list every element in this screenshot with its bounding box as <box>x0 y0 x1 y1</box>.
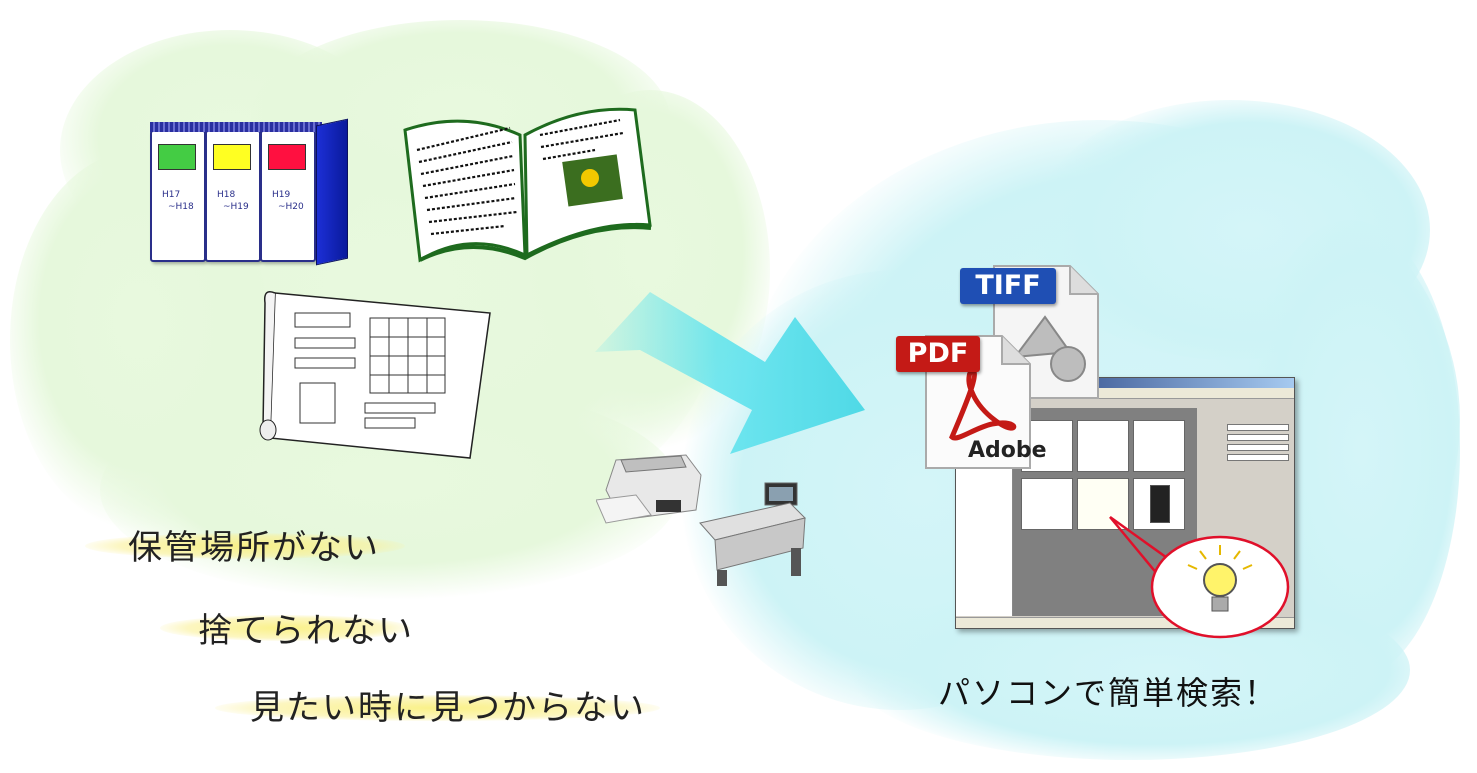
adobe-label: Adobe <box>968 438 1047 463</box>
right-arrow-icon <box>595 292 865 454</box>
pdf-file-icon: PDF Adobe <box>896 332 1047 472</box>
pdf-badge: PDF <box>896 336 980 372</box>
binder-spine-side <box>316 118 348 266</box>
caption-no-storage: 保管場所がない <box>128 528 380 568</box>
document-thumbnail <box>1077 478 1129 530</box>
binder-label-green <box>158 144 196 170</box>
binder-icon: H18 ~H19 <box>205 122 267 262</box>
document-thumbnail <box>1133 478 1185 530</box>
binder-label-red <box>268 144 306 170</box>
open-book-icon <box>403 107 652 263</box>
binder-year-start: H17 <box>162 190 181 200</box>
caption-highlight <box>215 695 660 721</box>
wide-format-scanner-icon <box>699 482 806 586</box>
binder-icon: H19 ~H20 <box>260 122 322 262</box>
document-scanner-icon <box>596 454 702 524</box>
status-bar <box>956 617 1294 628</box>
tiff-badge: TIFF <box>960 268 1056 304</box>
blueprint-icon <box>259 291 491 459</box>
document-thumbnail <box>1021 478 1073 530</box>
caption-cannot-find: 見たい時に見つからない <box>250 688 646 728</box>
caption-cannot-discard: 捨てられない <box>198 611 414 651</box>
window-title-bar <box>956 378 1294 388</box>
binder-year-start: H18 <box>217 190 236 200</box>
binder-year-end: ~H19 <box>223 202 249 212</box>
caption-easy-search: パソコンで簡単検索！ <box>938 674 1279 712</box>
binder-year-start: H19 <box>272 190 291 200</box>
binder-year-end: ~H18 <box>168 202 194 212</box>
document-thumbnail <box>1077 420 1129 472</box>
document-thumbnail <box>1133 420 1185 472</box>
binder-icon: H17 ~H18 <box>150 122 212 262</box>
window-toolbar <box>956 388 1294 399</box>
lightbulb-callout <box>1109 515 1290 639</box>
binder-year-end: ~H20 <box>278 202 304 212</box>
caption-highlight <box>160 615 410 641</box>
lightbulb-icon <box>1187 545 1253 612</box>
binder-label-yellow <box>213 144 251 170</box>
caption-highlight <box>85 533 405 559</box>
